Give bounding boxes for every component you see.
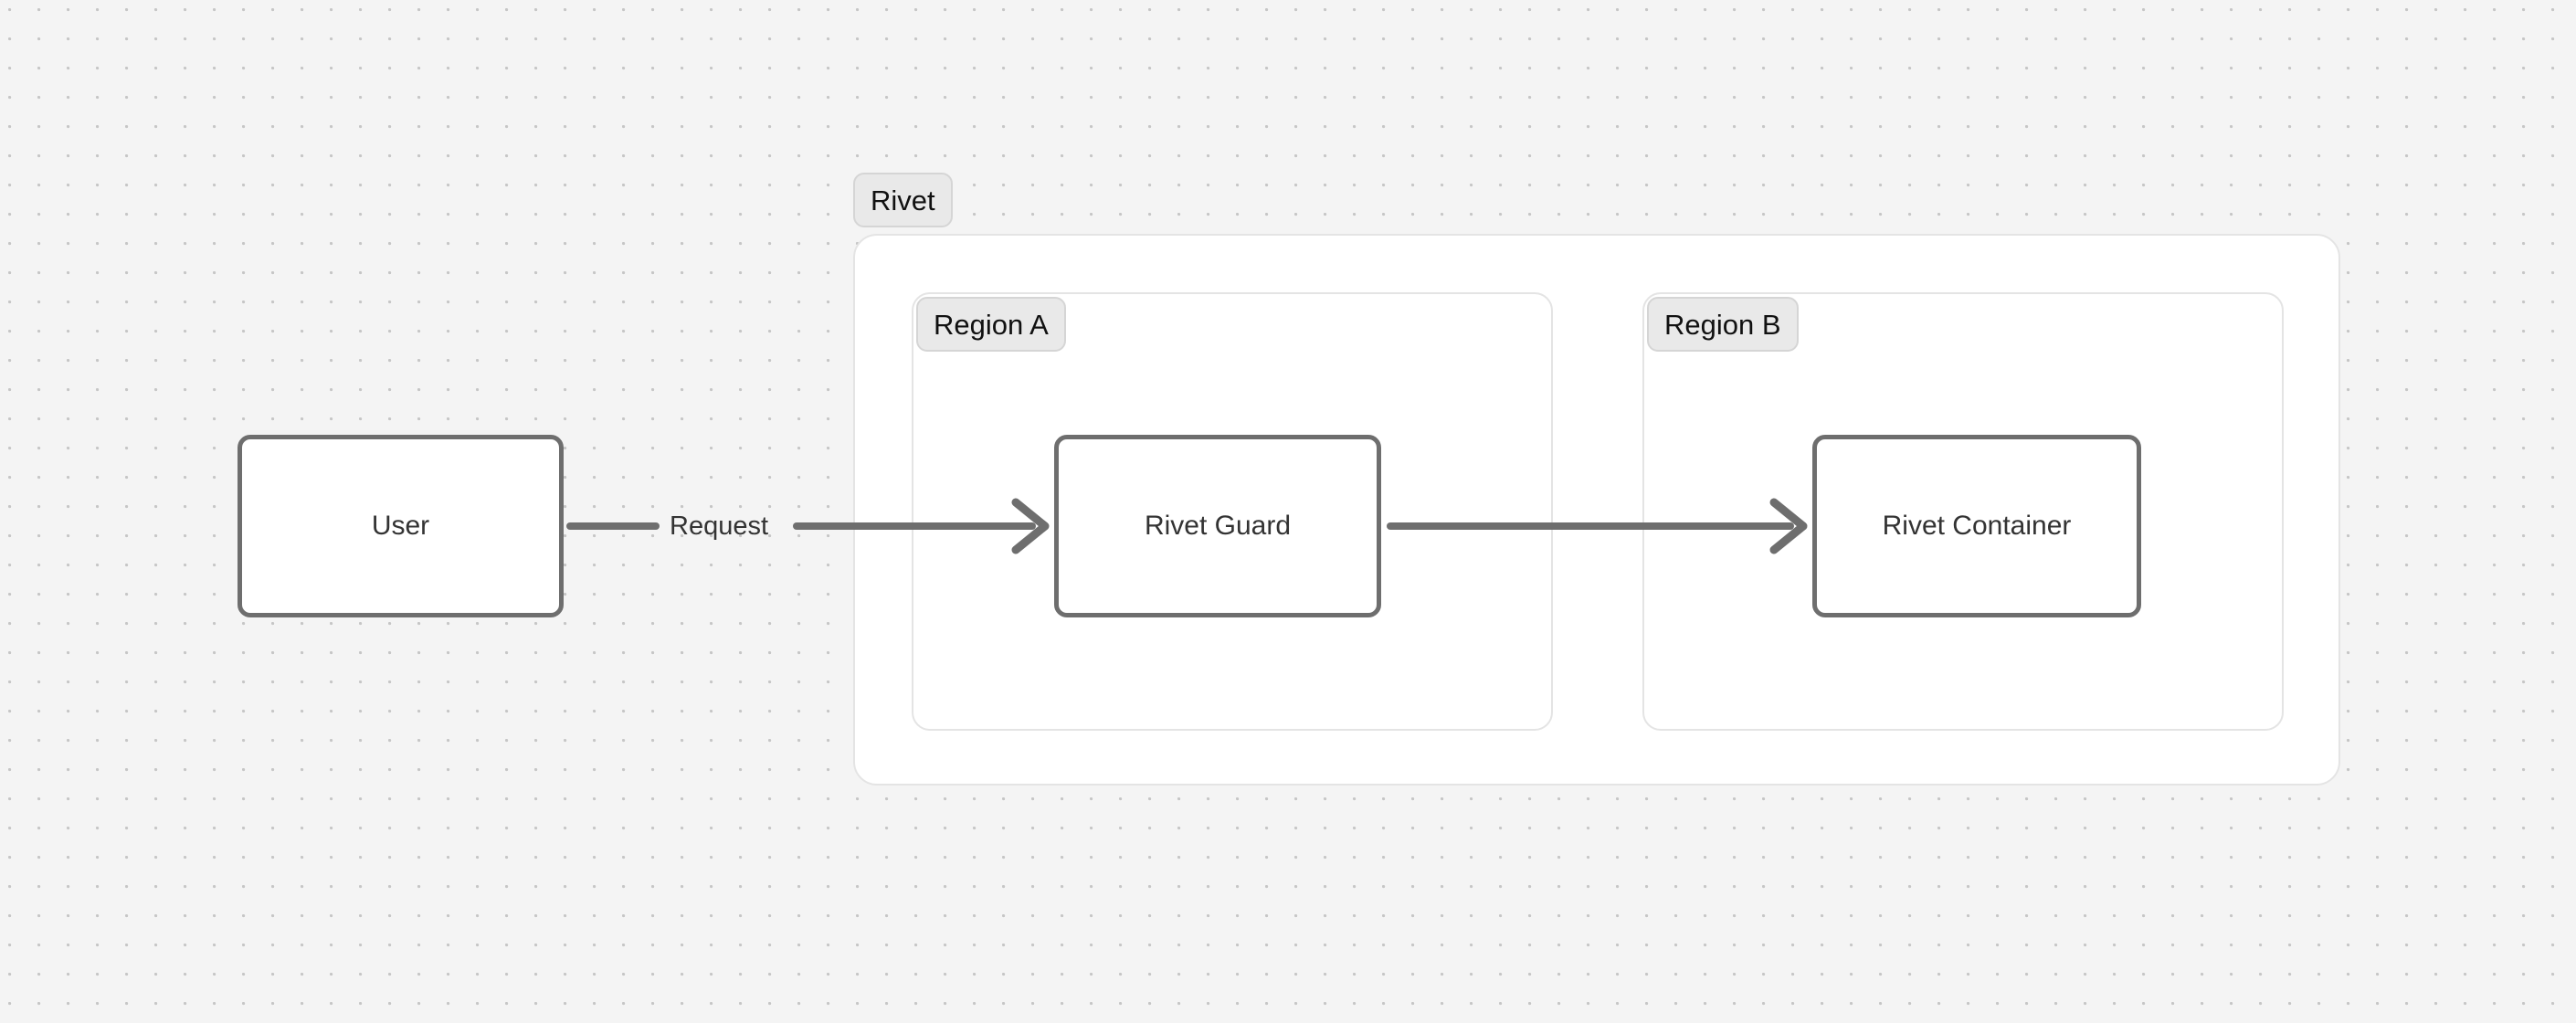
node-rivet-container[interactable]: Rivet Container <box>1812 435 2141 617</box>
group-label-rivet[interactable]: Rivet <box>853 173 953 227</box>
group-label-region-a[interactable]: Region A <box>916 297 1066 352</box>
node-user[interactable]: User <box>238 435 564 617</box>
edge-label-request: Request <box>670 512 769 541</box>
group-label-region-b[interactable]: Region B <box>1647 297 1799 352</box>
node-rivet-guard[interactable]: Rivet Guard <box>1054 435 1381 617</box>
